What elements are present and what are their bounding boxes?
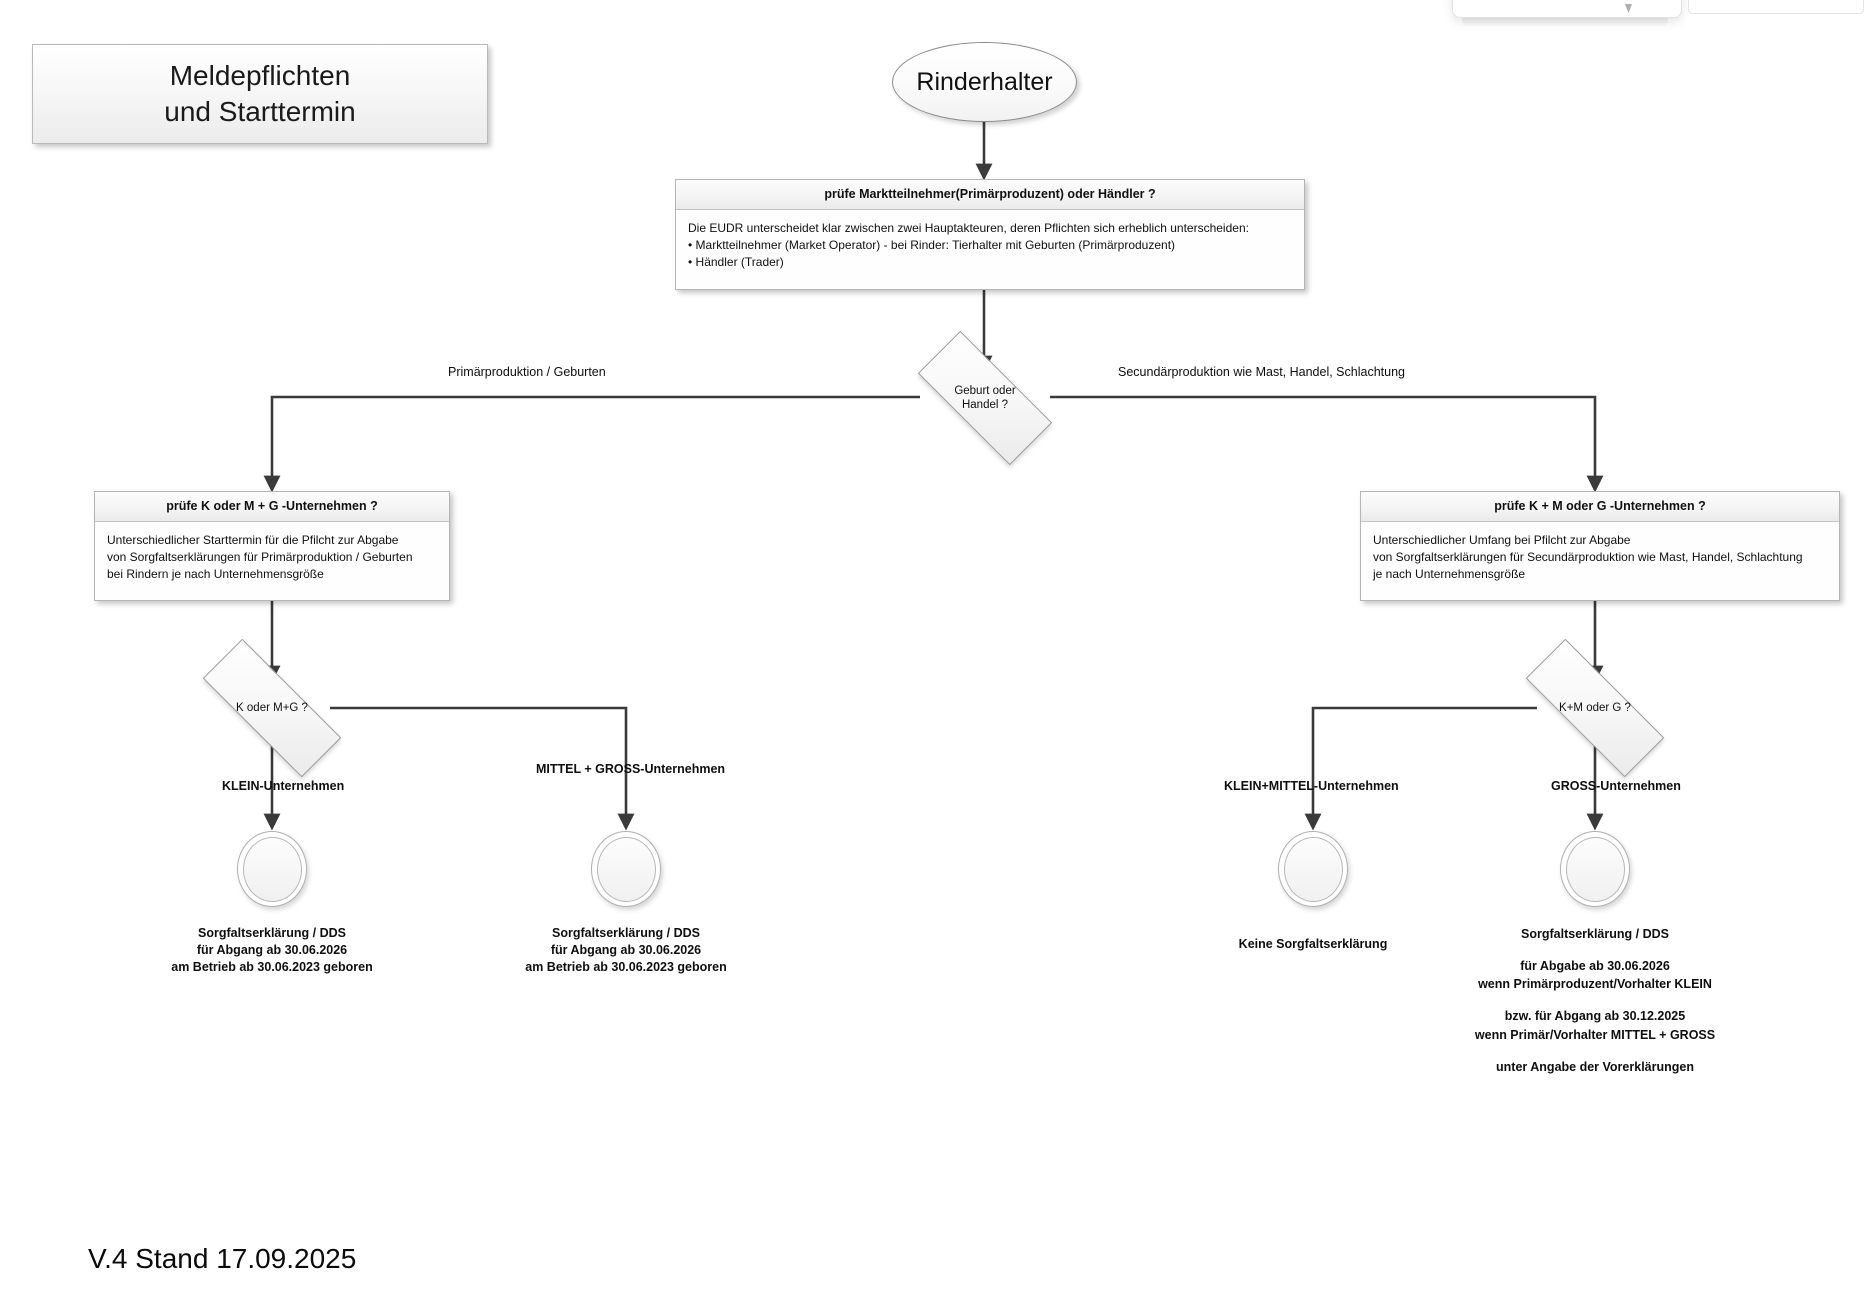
process-box-check-right-body: Unterschiedlicher Umfang bei Pfilcht zur… bbox=[1361, 521, 1839, 600]
start-node-rinderhalter[interactable]: Rinderhalter bbox=[892, 42, 1077, 122]
check-left-body-line-2: von Sorgfaltserklärungen für Primärprodu… bbox=[107, 549, 413, 564]
diagram-title-card: Meldepflichten und Starttermin bbox=[32, 44, 488, 144]
terminal-right-none-line-1: Keine Sorgfaltserklärung bbox=[1238, 937, 1388, 951]
check-left-body-line-3: bei Rindern je nach Unternehmensgröße bbox=[107, 566, 324, 581]
decision-geburt-oder-handel[interactable]: Geburt oder Handel ? bbox=[917, 330, 1053, 466]
decision-k-oder-mg[interactable]: K oder M+G ? bbox=[202, 638, 342, 778]
decision-geburt-oder-handel-label: Geburt oder Handel ? bbox=[954, 384, 1015, 413]
process-box-check-left-body: Unterschiedlicher Starttermin für die Pf… bbox=[95, 521, 449, 600]
caption-spacer-1 bbox=[1415, 943, 1775, 957]
decision-km-oder-g-label: K+M oder G ? bbox=[1559, 701, 1631, 714]
check-right-body-line-3: je nach Unternehmensgröße bbox=[1373, 566, 1526, 581]
check-operator-body-line-3: • Händler (Trader) bbox=[688, 254, 784, 269]
edge-label-klein-mittel-unternehmen: KLEIN+MITTEL-Unternehmen bbox=[1224, 779, 1399, 793]
terminal-node-left-big[interactable] bbox=[591, 831, 661, 907]
process-box-check-right[interactable]: prüfe K + M oder G -Unternehmen ? Unters… bbox=[1360, 491, 1840, 601]
terminal-left-small-line-3: am Betrieb ab 30.06.2023 geboren bbox=[171, 959, 373, 974]
terminal-right-gross-line-1: Sorgfaltserklärung / DDS bbox=[1521, 927, 1669, 941]
check-operator-body-line-2: • Marktteilnehmer (Market Operator) - be… bbox=[688, 237, 1176, 252]
decision-label-line-1: Geburt oder bbox=[954, 384, 1016, 397]
terminal-right-gross-line-3: wenn Primärproduzent/Vorhalter KLEIN bbox=[1478, 977, 1712, 992]
process-box-check-left-header: prüfe K oder M + G -Unternehmen ? bbox=[95, 492, 449, 522]
edge-label-klein-unternehmen: KLEIN-Unternehmen bbox=[222, 779, 345, 793]
process-box-check-operator-header: prüfe Marktteilnehmer(Primärproduzent) o… bbox=[676, 180, 1304, 210]
page-title-line-2: und Starttermin bbox=[164, 96, 356, 127]
process-box-check-left[interactable]: prüfe K oder M + G -Unternehmen ? Unters… bbox=[94, 491, 450, 601]
terminal-node-right-none[interactable] bbox=[1278, 831, 1348, 907]
footer-version-text: V.4 Stand 17.09.2025 bbox=[88, 1243, 357, 1274]
terminal-caption-left-big: Sorgfaltserklärung / DDS für Abgang ab 3… bbox=[446, 925, 806, 976]
edge-label-gross-unternehmen: GROSS-Unternehmen bbox=[1551, 779, 1681, 793]
edge-decision-to-check-left bbox=[263, 395, 920, 493]
edge-label-mittel-gross-unternehmen: MITTEL + GROSS-Unternehmen bbox=[536, 762, 726, 776]
edge-decision-right-to-terminal-none bbox=[1304, 706, 1537, 831]
terminal-caption-right-none: Keine Sorgfaltserklärung bbox=[1153, 936, 1473, 953]
page-title-line-1: Meldepflichten bbox=[169, 60, 351, 92]
edge-decision-to-check-right bbox=[1050, 395, 1604, 493]
terminal-left-small-line-2: für Abgang ab 30.06.2026 bbox=[196, 942, 348, 957]
terminal-caption-right-gross: Sorgfaltserklärung / DDS für Abgabe ab 3… bbox=[1415, 925, 1775, 1076]
chrome-panel-fragment bbox=[1452, 0, 1682, 18]
caption-spacer-2 bbox=[1415, 993, 1775, 1007]
terminal-left-big-line-3: am Betrieb ab 30.06.2023 geboren bbox=[525, 959, 727, 974]
terminal-right-gross-line-4: bzw. für Abgang ab 30.12.2025 bbox=[1504, 1009, 1686, 1024]
check-left-body-line-1: Unterschiedlicher Starttermin für die Pf… bbox=[107, 532, 399, 547]
chrome-input-fragment bbox=[1688, 0, 1864, 14]
process-box-check-operator-body: Die EUDR unterscheidet klar zwischen zwe… bbox=[676, 209, 1304, 289]
decision-label-line-2: Handel ? bbox=[961, 399, 1009, 411]
edge-label-primaerproduktion: Primärproduktion / Geburten bbox=[448, 365, 606, 379]
terminal-node-left-small[interactable] bbox=[237, 831, 307, 907]
terminal-left-small-line-1: Sorgfaltserklärung / DDS bbox=[198, 926, 346, 940]
terminal-right-gross-line-2: für Abgabe ab 30.06.2026 bbox=[1520, 959, 1670, 974]
terminal-node-right-gross[interactable] bbox=[1560, 831, 1630, 907]
check-right-body-line-2: von Sorgfaltserklärungen für Secundärpro… bbox=[1373, 549, 1803, 564]
process-box-check-right-header: prüfe K + M oder G -Unternehmen ? bbox=[1361, 492, 1839, 522]
decision-k-oder-mg-label: K oder M+G ? bbox=[236, 701, 308, 714]
caption-spacer-3 bbox=[1415, 1044, 1775, 1058]
process-box-check-operator[interactable]: prüfe Marktteilnehmer(Primärproduzent) o… bbox=[675, 179, 1305, 290]
terminal-left-big-line-2: für Abgang ab 30.06.2026 bbox=[550, 942, 702, 957]
terminal-left-big-line-1: Sorgfaltserklärung / DDS bbox=[552, 926, 700, 940]
terminal-right-gross-line-5: wenn Primär/Vorhalter MITTEL + GROSS bbox=[1474, 1027, 1716, 1042]
chevron-down-icon bbox=[1625, 4, 1632, 13]
terminal-caption-left-small: Sorgfaltserklärung / DDS für Abgang ab 3… bbox=[92, 925, 452, 976]
start-node-label: Rinderhalter bbox=[916, 67, 1053, 96]
check-operator-body-line-1: Die EUDR unterscheidet klar zwischen zwe… bbox=[688, 220, 1249, 235]
terminal-right-gross-line-6: unter Angabe der Vorerklärungen bbox=[1496, 1059, 1694, 1074]
check-right-body-line-1: Unterschiedlicher Umfang bei Pfilcht zur… bbox=[1373, 532, 1631, 547]
decision-km-oder-g[interactable]: K+M oder G ? bbox=[1525, 638, 1665, 778]
edge-label-secundaerproduktion: Secundärproduktion wie Mast, Handel, Sch… bbox=[1118, 365, 1405, 379]
chrome-panel-shadow bbox=[1462, 18, 1668, 28]
